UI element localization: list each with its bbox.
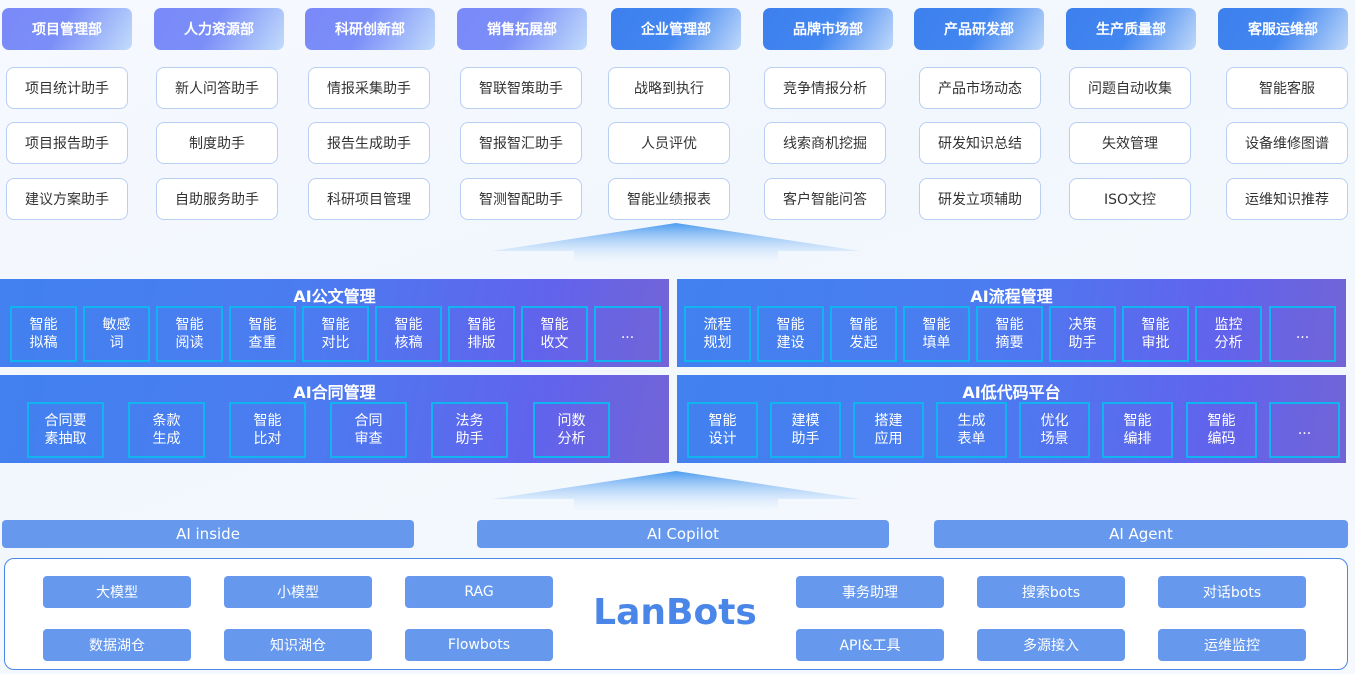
feature-cell[interactable]: 智能 拟稿 <box>10 306 77 362</box>
layer-ai-inside[interactable]: AI inside <box>2 520 414 548</box>
dept-assistant-item[interactable]: 科研项目管理 <box>308 178 430 220</box>
dept-assistant-item[interactable]: 研发知识总结 <box>919 122 1041 164</box>
up-arrow-bottom <box>492 471 860 512</box>
capability-chip[interactable]: 对话bots <box>1158 576 1306 608</box>
feature-cell[interactable]: 智能 摘要 <box>976 306 1043 362</box>
feature-cell[interactable]: 智能 编码 <box>1186 402 1257 458</box>
feature-cell[interactable]: 合同 审查 <box>330 402 407 458</box>
dept-assistant-item[interactable]: 客户智能问答 <box>764 178 886 220</box>
capability-chip[interactable]: 多源接入 <box>977 629 1125 661</box>
panel-title: AI流程管理 <box>970 287 1053 306</box>
feature-cell[interactable]: 智能 设计 <box>687 402 758 458</box>
dept-assistant-item[interactable]: 项目报告助手 <box>6 122 128 164</box>
panel-doc: AI公文管理智能 拟稿敏感 词智能 阅读智能 查重智能 对比智能 核稿智能 排版… <box>0 279 669 367</box>
dept-header[interactable]: 企业管理部 <box>611 8 741 50</box>
dept-assistant-item[interactable]: 问题自动收集 <box>1069 67 1191 109</box>
feature-cell[interactable]: 智能 比对 <box>229 402 306 458</box>
dept-assistant-item[interactable]: 设备维修图谱 <box>1226 122 1348 164</box>
feature-cell[interactable]: 智能 审批 <box>1122 306 1189 362</box>
panel-contract: AI合同管理合同要 素抽取条款 生成智能 比对合同 审查法务 助手问数 分析 <box>0 375 669 463</box>
feature-cell[interactable]: 问数 分析 <box>533 402 610 458</box>
feature-cell[interactable]: 法务 助手 <box>431 402 508 458</box>
dept-assistant-item[interactable]: 运维知识推荐 <box>1226 178 1348 220</box>
capability-chip[interactable]: RAG <box>405 576 553 608</box>
dept-header[interactable]: 科研创新部 <box>305 8 435 50</box>
feature-cell[interactable]: 智能 编排 <box>1102 402 1173 458</box>
dept-header[interactable]: 生产质量部 <box>1066 8 1196 50</box>
feature-cell[interactable]: 合同要 素抽取 <box>27 402 104 458</box>
feature-cell[interactable]: 优化 场景 <box>1019 402 1090 458</box>
dept-assistant-item[interactable]: 新人问答助手 <box>156 67 278 109</box>
up-arrow-top <box>492 223 860 264</box>
dept-header[interactable]: 产品研发部 <box>914 8 1044 50</box>
panel-title: AI公文管理 <box>293 287 376 306</box>
dept-assistant-item[interactable]: 智能业绩报表 <box>608 178 730 220</box>
feature-cell[interactable]: 敏感 词 <box>83 306 150 362</box>
capability-chip[interactable]: 事务助理 <box>796 576 944 608</box>
dept-assistant-item[interactable]: 智报智汇助手 <box>460 122 582 164</box>
capability-chip[interactable]: 知识湖仓 <box>224 629 372 661</box>
feature-cell[interactable]: 智能 查重 <box>229 306 296 362</box>
dept-header[interactable]: 客服运维部 <box>1218 8 1348 50</box>
feature-cell[interactable]: 搭建 应用 <box>853 402 924 458</box>
feature-cell[interactable]: 建模 助手 <box>770 402 841 458</box>
dept-header[interactable]: 销售拓展部 <box>457 8 587 50</box>
more-cell[interactable]: ... <box>1269 402 1340 458</box>
dept-assistant-item[interactable]: 项目统计助手 <box>6 67 128 109</box>
dept-assistant-item[interactable]: 人员评优 <box>608 122 730 164</box>
feature-cell[interactable]: 决策 助手 <box>1049 306 1116 362</box>
feature-cell[interactable]: 监控 分析 <box>1195 306 1262 362</box>
dept-assistant-item[interactable]: 情报采集助手 <box>308 67 430 109</box>
capability-chip[interactable]: 搜索bots <box>977 576 1125 608</box>
feature-cell[interactable]: 智能 核稿 <box>375 306 442 362</box>
dept-assistant-item[interactable]: 报告生成助手 <box>308 122 430 164</box>
dept-assistant-item[interactable]: 研发立项辅助 <box>919 178 1041 220</box>
panel-title: AI合同管理 <box>293 383 376 402</box>
feature-cell[interactable]: 智能 对比 <box>302 306 369 362</box>
feature-cell[interactable]: 智能 建设 <box>757 306 824 362</box>
layer-ai-agent[interactable]: AI Agent <box>934 520 1348 548</box>
more-cell[interactable]: ... <box>594 306 661 362</box>
capability-chip[interactable]: Flowbots <box>405 629 553 661</box>
lanbots-logo-text: LanBots <box>593 592 757 633</box>
dept-assistant-item[interactable]: 智联智策助手 <box>460 67 582 109</box>
feature-cell[interactable]: 智能 发起 <box>830 306 897 362</box>
dept-assistant-item[interactable]: 自助服务助手 <box>156 178 278 220</box>
dept-assistant-item[interactable]: 线索商机挖掘 <box>764 122 886 164</box>
dept-assistant-item[interactable]: ISO文控 <box>1069 178 1191 220</box>
capability-chip[interactable]: 小模型 <box>224 576 372 608</box>
dept-assistant-item[interactable]: 制度助手 <box>156 122 278 164</box>
dept-header[interactable]: 人力资源部 <box>154 8 284 50</box>
panel-title: AI低代码平台 <box>962 383 1061 402</box>
capability-chip[interactable]: API&工具 <box>796 629 944 661</box>
feature-cell[interactable]: 条款 生成 <box>128 402 205 458</box>
feature-cell[interactable]: 智能 填单 <box>903 306 970 362</box>
capability-chip[interactable]: 运维监控 <box>1158 629 1306 661</box>
feature-cell[interactable]: 流程 规划 <box>684 306 751 362</box>
panel-flow: AI流程管理流程 规划智能 建设智能 发起智能 填单智能 摘要决策 助手智能 审… <box>677 279 1346 367</box>
dept-header[interactable]: 项目管理部 <box>2 8 132 50</box>
capability-chip[interactable]: 数据湖仓 <box>43 629 191 661</box>
dept-assistant-item[interactable]: 战略到执行 <box>608 67 730 109</box>
capability-chip[interactable]: 大模型 <box>43 576 191 608</box>
dept-assistant-item[interactable]: 产品市场动态 <box>919 67 1041 109</box>
dept-assistant-item[interactable]: 竞争情报分析 <box>764 67 886 109</box>
feature-cell[interactable]: 智能 排版 <box>448 306 515 362</box>
feature-cell[interactable]: 智能 收文 <box>521 306 588 362</box>
feature-cell[interactable]: 生成 表单 <box>936 402 1007 458</box>
dept-header[interactable]: 品牌市场部 <box>763 8 893 50</box>
dept-assistant-item[interactable]: 建议方案助手 <box>6 178 128 220</box>
dept-assistant-item[interactable]: 智测智配助手 <box>460 178 582 220</box>
dept-assistant-item[interactable]: 失效管理 <box>1069 122 1191 164</box>
layer-ai-copilot[interactable]: AI Copilot <box>477 520 889 548</box>
dept-assistant-item[interactable]: 智能客服 <box>1226 67 1348 109</box>
more-cell[interactable]: ... <box>1269 306 1336 362</box>
panel-lowcode: AI低代码平台智能 设计建模 助手搭建 应用生成 表单优化 场景智能 编排智能 … <box>677 375 1346 463</box>
feature-cell[interactable]: 智能 阅读 <box>156 306 223 362</box>
